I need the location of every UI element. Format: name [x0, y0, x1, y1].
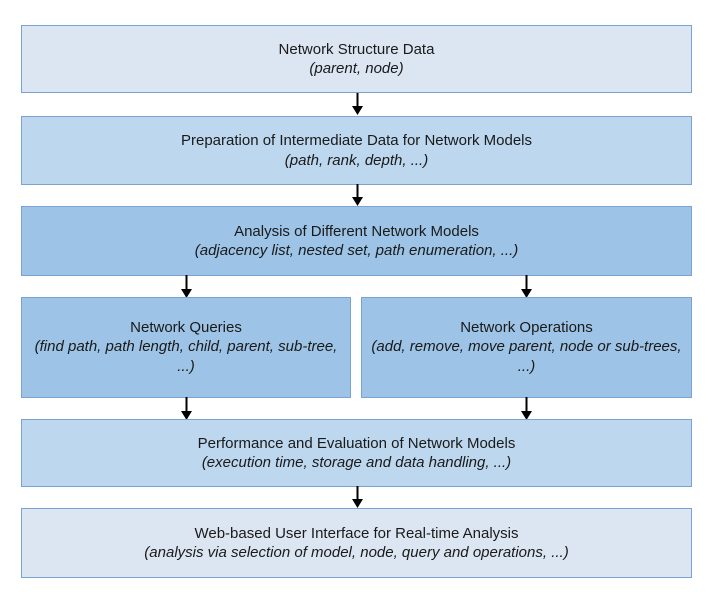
flow-node-network-structure-data: Network Structure Data (parent, node): [21, 25, 692, 93]
arrow-analysis-to-operations: [518, 275, 535, 299]
flow-node-title: Preparation of Intermediate Data for Net…: [181, 132, 532, 149]
flow-node-subtitle: (parent, node): [309, 60, 404, 77]
flow-node-subtitle: (find path, path length, child, parent, …: [34, 338, 338, 376]
flow-node-subtitle: (add, remove, move parent, node or sub-t…: [371, 338, 682, 376]
arrow-analysis-to-queries: [178, 275, 195, 299]
flow-node-subtitle: (analysis via selection of model, node, …: [144, 544, 569, 561]
flow-node-web-based-user-interface: Web-based User Interface for Real-time A…: [21, 508, 692, 578]
flow-node-subtitle: (execution time, storage and data handli…: [201, 454, 512, 471]
flow-node-network-operations: Network Operations (add, remove, move pa…: [361, 297, 692, 398]
flow-node-performance-evaluation: Performance and Evaluation of Network Mo…: [21, 419, 692, 487]
flow-node-title: Network Operations: [460, 318, 593, 336]
flow-node-title: Analysis of Different Network Models: [234, 222, 479, 240]
arrow-operations-to-performance: [518, 397, 535, 421]
arrow-source-to-preparation: [349, 93, 366, 116]
arrow-preparation-to-analysis: [349, 184, 366, 207]
flow-node-title: Network Queries: [130, 318, 242, 336]
flow-node-title: Network Structure Data: [278, 40, 435, 58]
flow-node-title: Web-based User Interface for Real-time A…: [194, 524, 519, 542]
flow-node-network-queries: Network Queries (find path, path length,…: [21, 297, 351, 398]
flow-node-subtitle: (path, rank, depth, ...): [284, 151, 429, 169]
flow-node-preparation-intermediate-data: Preparation of Intermediate Data for Net…: [21, 116, 692, 185]
flow-node-subtitle: (adjacency list, nested set, path enumer…: [194, 242, 519, 259]
flow-node-title: Performance and Evaluation of Network Mo…: [197, 434, 516, 452]
flow-node-analysis-network-models: Analysis of Different Network Models (ad…: [21, 206, 692, 276]
arrow-performance-to-webui: [349, 486, 366, 509]
arrow-queries-to-performance: [178, 397, 195, 421]
